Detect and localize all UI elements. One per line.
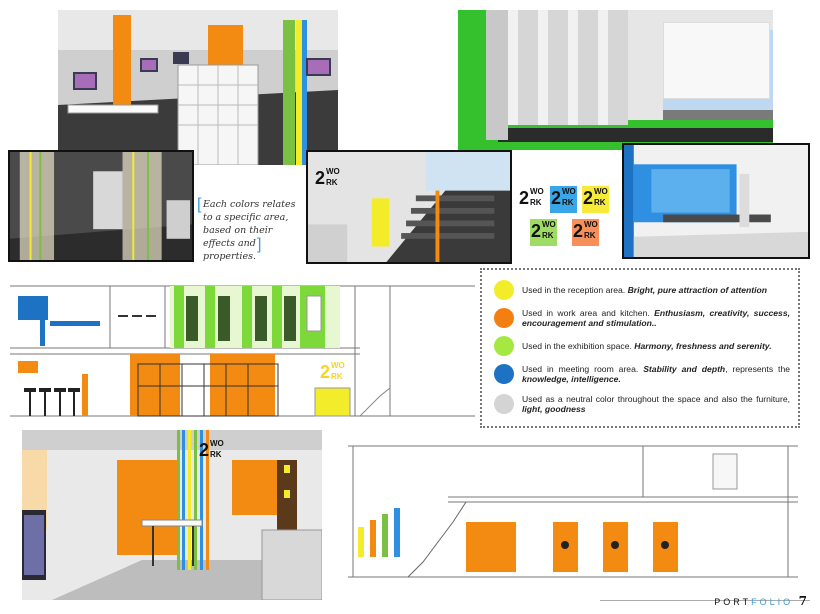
page-number: 7: [798, 594, 807, 608]
legend-item-gray: Used as a neutral color throughout the s…: [494, 392, 790, 416]
legend-item-orange: Used in work area and kitchen. Enthusias…: [494, 306, 790, 330]
legend-dot-yellow: [494, 280, 514, 300]
legend-item-yellow: Used in the reception area. Bright, pure…: [494, 280, 790, 300]
legend-item-blue: Used in meeting room area. Stability and…: [494, 362, 790, 386]
wall-logo-poster: [663, 22, 770, 99]
render-corridor: [8, 150, 194, 262]
legend-item-green: Used in the exhibition space. Harmony, f…: [494, 336, 790, 356]
legend-dot-orange: [494, 308, 514, 328]
caption-open-bracket: [: [197, 196, 202, 213]
render-lobby: [458, 10, 773, 150]
caption-text: Each colors relates to a specific area, …: [203, 199, 296, 262]
legend-dot-green: [494, 336, 514, 356]
footer-rule: [600, 600, 810, 601]
color-legend: Used in the reception area. Bright, pure…: [480, 268, 800, 428]
footer-portfolio: PORTFOLIO 7: [714, 594, 807, 608]
render-work-area: [58, 10, 338, 165]
legend-dot-blue: [494, 364, 514, 384]
legend-dot-gray: [494, 394, 514, 414]
elevation-section-right: [348, 442, 798, 582]
caption-close-bracket: ]: [257, 236, 262, 253]
render-meeting-room: [622, 143, 810, 259]
